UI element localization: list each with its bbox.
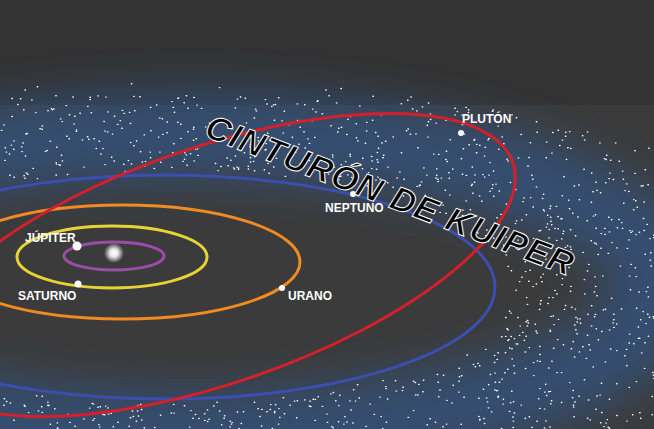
kuiper-dots — [1, 84, 654, 429]
top-band — [0, 0, 654, 105]
saturn-dot — [75, 281, 82, 288]
pluto-dot — [458, 130, 464, 136]
uranus-dot — [279, 285, 285, 291]
saturn-orbit — [0, 205, 300, 319]
planet-label: SATURNO — [18, 289, 76, 303]
planet-label: PLUTÓN — [462, 112, 511, 126]
mercury-orbit — [64, 242, 164, 270]
sun — [104, 243, 124, 263]
planet-label: JÚPITER — [25, 231, 76, 245]
planet-label: URANO — [288, 289, 332, 303]
jupiter-orbit — [17, 226, 207, 288]
